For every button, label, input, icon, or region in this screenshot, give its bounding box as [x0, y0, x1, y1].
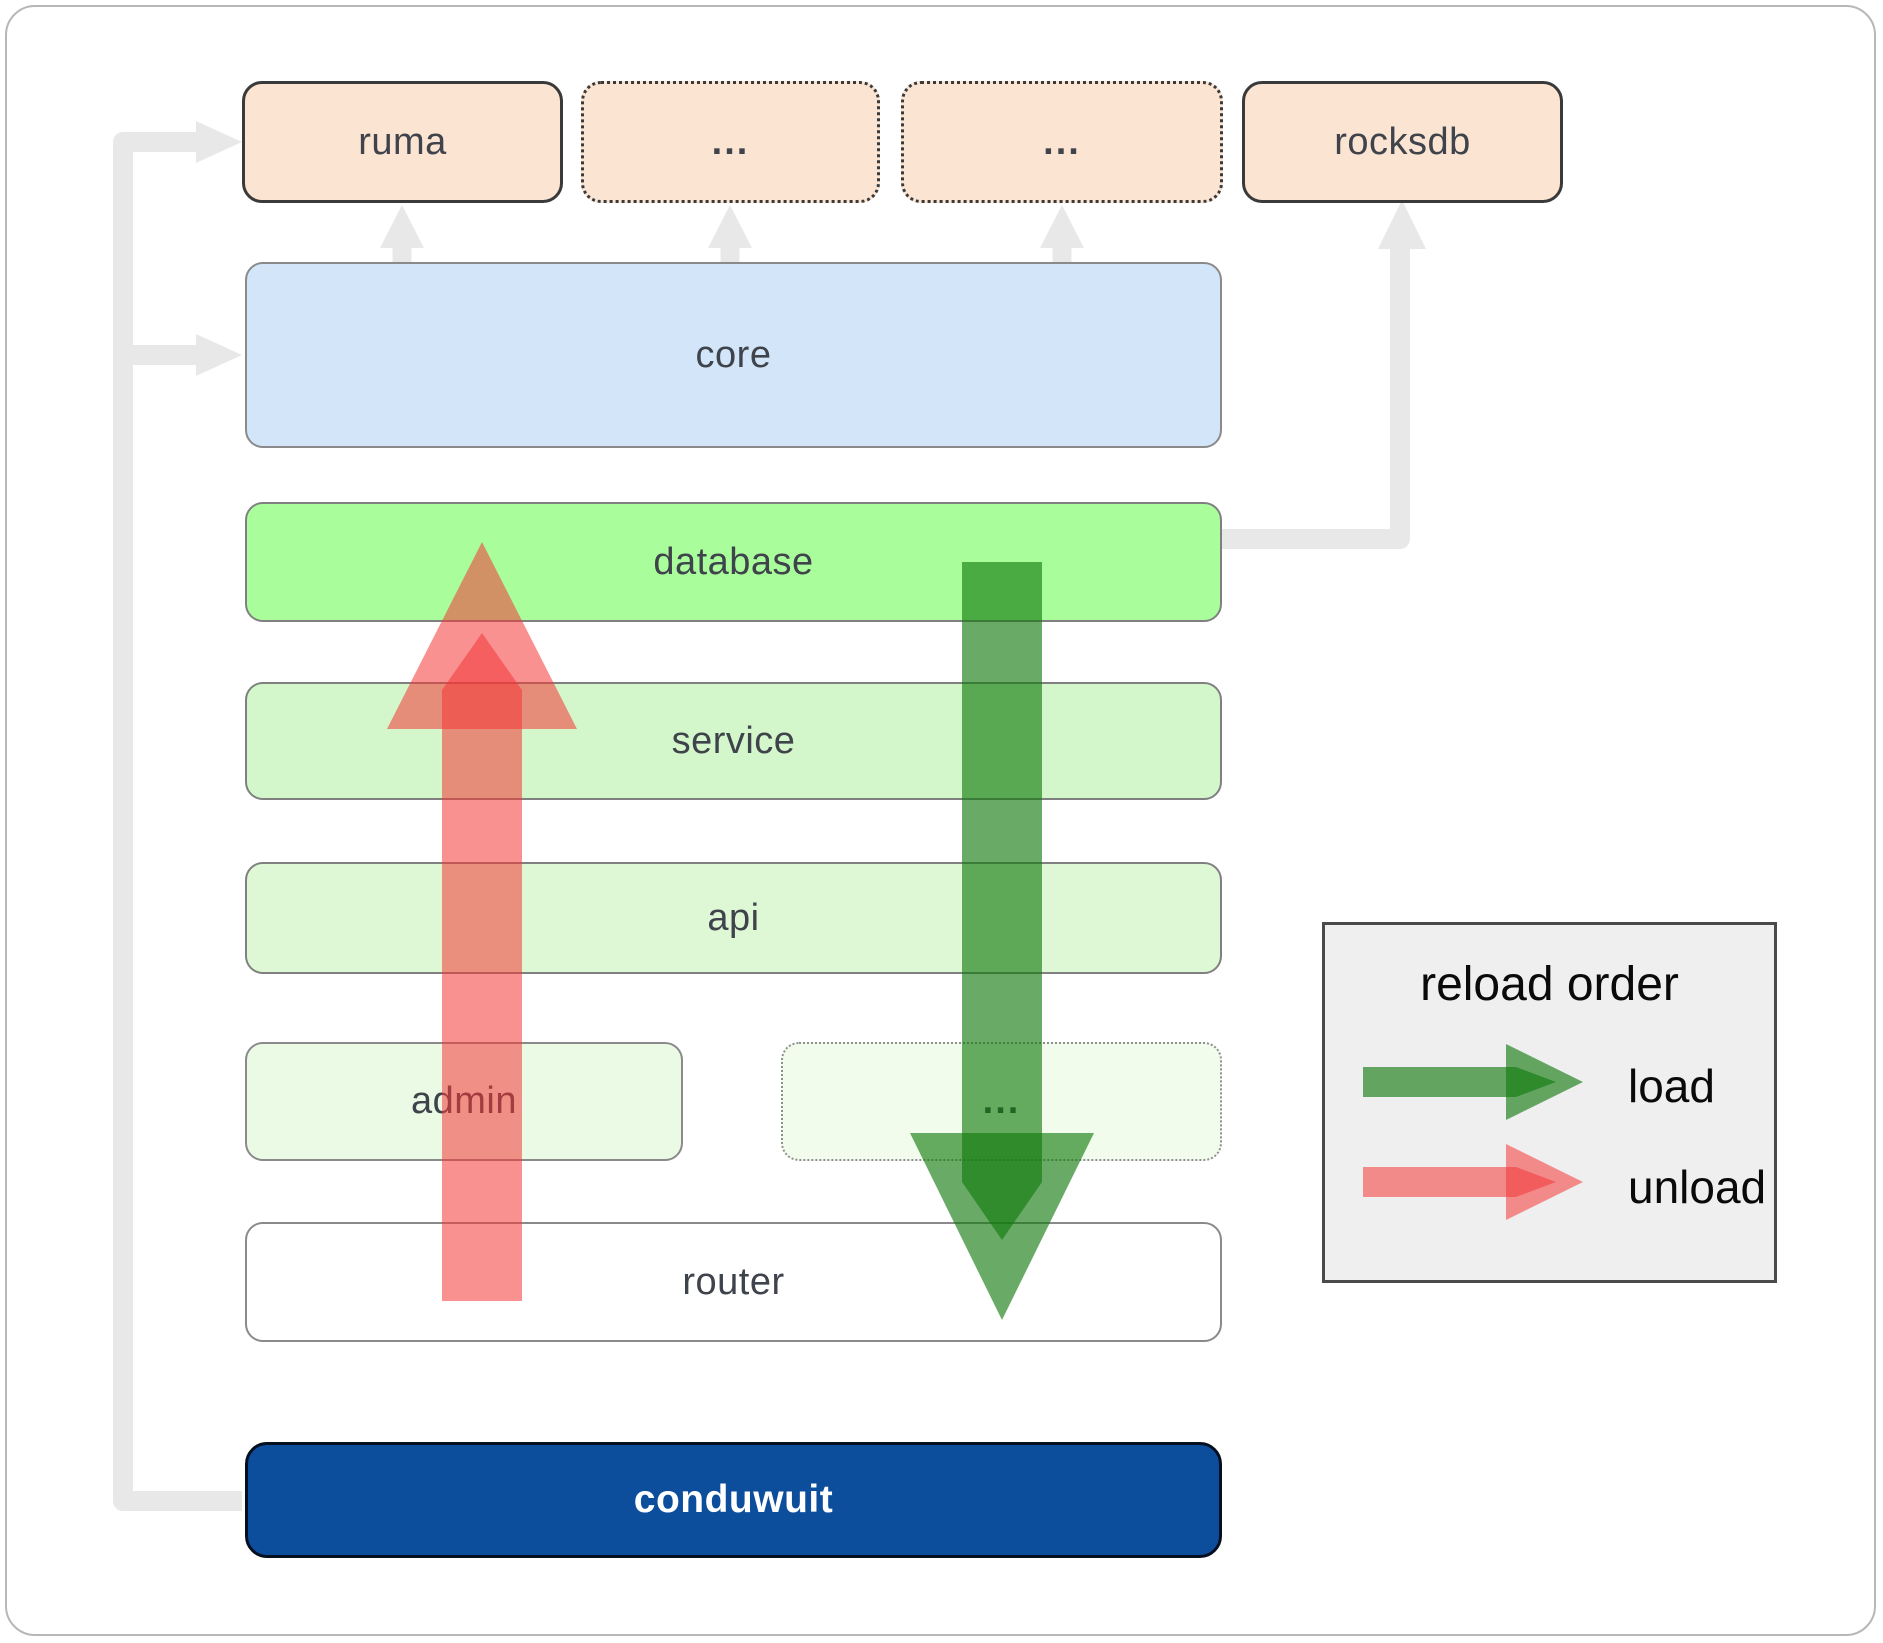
legend-label-load: load [1628, 1060, 1715, 1112]
node-rocksdb: rocksdb [1242, 81, 1563, 203]
node-core: core [245, 262, 1222, 448]
node-ellipsis-2-label: ... [1043, 120, 1081, 163]
legend-label-unload: unload [1628, 1161, 1767, 1213]
node-router-label: router [682, 1260, 785, 1303]
node-rocksdb-label: rocksdb [1334, 120, 1471, 163]
legend: reload order load unload [1322, 922, 1777, 1283]
node-conduwuit: conduwuit [245, 1442, 1222, 1558]
node-ruma: ruma [242, 81, 563, 203]
node-core-label: core [695, 333, 772, 376]
node-ellipsis-1-label: ... [711, 120, 750, 163]
node-router: router [245, 1222, 1222, 1342]
node-ellipsis-1: ... [581, 81, 880, 203]
node-database: database [245, 502, 1222, 622]
node-service-label: service [671, 719, 796, 762]
node-service: service [245, 682, 1222, 800]
node-api-label: api [707, 896, 760, 939]
node-ellipsis-2: ... [901, 81, 1223, 203]
node-admin: admin [245, 1042, 683, 1161]
node-conduwuit-label: conduwuit [633, 1478, 834, 1521]
node-ruma-label: ruma [358, 120, 447, 163]
node-ellipsis-3-label: ... [982, 1080, 1021, 1122]
node-admin-label: admin [411, 1080, 517, 1122]
outer-frame [5, 5, 1876, 1636]
legend-title: reload order [1420, 958, 1679, 1011]
node-api: api [245, 862, 1222, 974]
node-database-label: database [653, 540, 814, 583]
node-ellipsis-3: ... [781, 1042, 1222, 1161]
